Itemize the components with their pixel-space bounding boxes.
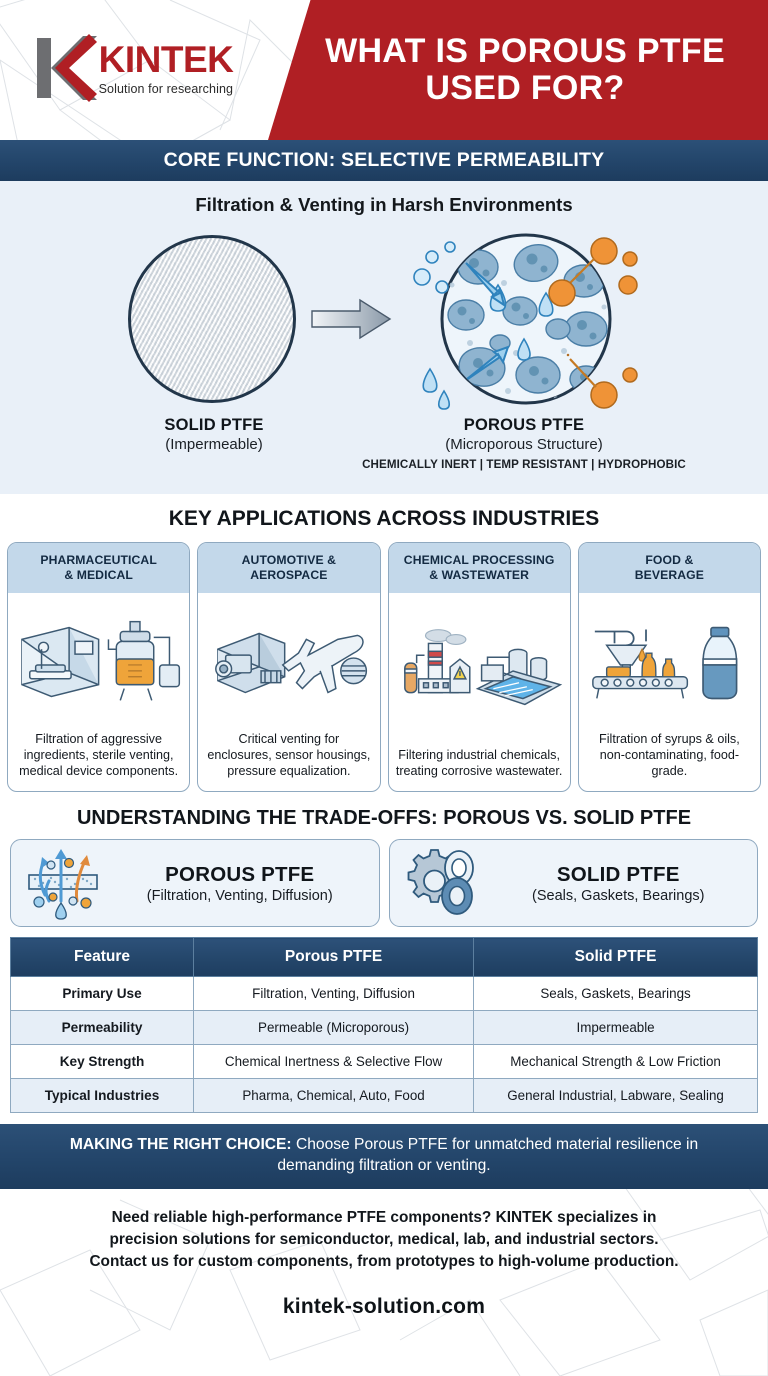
website-url[interactable]: kintek-solution.com xyxy=(282,1294,486,1318)
application-card-text: Filtering industrial chemicals, treating… xyxy=(395,747,563,778)
gear-and-gasket-rings-icon xyxy=(400,846,484,920)
table-row: Key Strength Chemical Inertness & Select… xyxy=(10,1044,758,1079)
footer: Need reliable high-performance PTFE comp… xyxy=(0,1189,768,1319)
page-header: KINTEK Solution for researching WHAT IS … xyxy=(0,0,768,140)
column-header-porous: Porous PTFE xyxy=(192,937,475,977)
cell-feature: Key Strength xyxy=(10,1044,194,1079)
permeability-diagram xyxy=(0,224,768,414)
porous-ptfe-label: POROUS PTFE xyxy=(463,416,585,434)
application-card-automotive-aerospace[interactable]: AUTOMOTIVE & AEROSPACE xyxy=(197,542,381,792)
applications-row: PHARMACEUTICAL & MEDICAL xyxy=(0,542,768,792)
core-diagram-labels: SOLID PTFE (Impermeable) POROUS PTFE (Mi… xyxy=(0,416,768,471)
core-subtitle: Filtration & Venting in Harsh Environmen… xyxy=(195,194,573,215)
application-card-text: Critical venting for enclosures, sensor … xyxy=(207,731,371,778)
porous-ptfe-sublabel: (Microporous Structure) xyxy=(445,436,603,453)
comparison-table-wrapper: Feature Porous PTFE Solid PTFE Primary U… xyxy=(0,927,768,1113)
solid-ptfe-sublabel: (Impermeable) xyxy=(165,436,263,453)
tradeoff-card-title: POROUS PTFE xyxy=(165,862,315,886)
brand-name: KINTEK xyxy=(98,38,234,80)
banner-shape xyxy=(268,0,768,140)
application-card-title-line2: & WASTEWATER xyxy=(429,567,530,582)
making-the-right-choice-bar: MAKING THE RIGHT CHOICE: Choose Porous P… xyxy=(0,1124,768,1190)
table-header-row: Feature Porous PTFE Solid PTFE xyxy=(10,937,758,977)
cell-porous: Filtration, Venting, Diffusion xyxy=(192,976,475,1011)
application-card-pharmaceutical-medical[interactable]: PHARMACEUTICAL & MEDICAL xyxy=(7,542,191,792)
application-card-title-line2: BEVERAGE xyxy=(634,567,704,582)
title-banner: WHAT IS POROUS PTFE USED FOR? xyxy=(268,0,768,140)
medical-scanner-and-bioreactor-icon xyxy=(8,593,189,731)
kintek-k-logo-icon xyxy=(36,34,97,102)
cell-solid: Mechanical Strength & Low Friction xyxy=(473,1044,758,1079)
tradeoff-card-porous-ptfe[interactable]: POROUS PTFE (Filtration, Venting, Diffus… xyxy=(10,839,380,927)
solid-ptfe-label: SOLID PTFE xyxy=(164,416,264,434)
table-row: Typical Industries Pharma, Chemical, Aut… xyxy=(10,1078,758,1113)
table-row: Permeability Permeable (Microporous) Imp… xyxy=(10,1010,758,1045)
chemical-plant-and-water-treatment-icon xyxy=(389,593,570,747)
tradeoff-card-title: SOLID PTFE xyxy=(556,862,680,886)
cell-porous: Pharma, Chemical, Auto, Food xyxy=(192,1078,475,1113)
cell-porous: Permeable (Microporous) xyxy=(192,1010,475,1045)
solid-ptfe-disc-icon xyxy=(128,235,296,403)
right-arrow-icon xyxy=(306,296,398,342)
page-title: WHAT IS POROUS PTFE USED FOR? xyxy=(325,32,725,107)
application-card-chemical-wastewater[interactable]: CHEMICAL PROCESSING & WASTEWATER xyxy=(387,542,571,792)
permeable-membrane-flow-icon xyxy=(21,845,105,921)
application-card-title-line1: FOOD & xyxy=(645,553,694,567)
porous-ptfe-disc-icon xyxy=(408,219,640,419)
solid-ptfe-label-group: SOLID PTFE (Impermeable) xyxy=(79,416,349,471)
cell-solid: Impermeable xyxy=(473,1010,758,1045)
core-function-bar-label: CORE FUNCTION: SELECTIVE PERMEABILITY xyxy=(163,149,605,171)
application-card-text: Filtration of syrups & oils, non-contami… xyxy=(599,731,740,778)
column-header-feature: Feature xyxy=(10,937,194,977)
tradeoffs-heading: UNDERSTANDING THE TRADE-OFFS: POROUS VS.… xyxy=(76,807,692,829)
tradeoff-card-subtitle: (Filtration, Venting, Diffusion) xyxy=(146,887,333,904)
engine-and-airplane-icon xyxy=(198,593,379,731)
bottling-line-and-water-bottle-icon xyxy=(579,593,760,731)
column-header-solid: Solid PTFE xyxy=(473,937,758,977)
tradeoff-card-solid-ptfe[interactable]: SOLID PTFE (Seals, Gaskets, Bearings) xyxy=(388,839,758,927)
footer-line-1: Need reliable high-performance PTFE comp… xyxy=(111,1209,657,1227)
application-card-title: CHEMICAL PROCESSING & WASTEWATER xyxy=(388,543,570,593)
application-card-title: PHARMACEUTICAL & MEDICAL xyxy=(8,543,190,593)
footer-line-3: Contact us for custom components, from p… xyxy=(89,1252,679,1270)
applications-heading: KEY APPLICATIONS ACROSS INDUSTRIES xyxy=(168,507,600,530)
choice-text: Choose Porous PTFE for unmatched materia… xyxy=(277,1136,699,1174)
cell-solid: General Industrial, Labware, Sealing xyxy=(473,1078,758,1113)
porous-ptfe-label-group: POROUS PTFE (Microporous Structure) CHEM… xyxy=(359,416,689,471)
application-card-title-line1: PHARMACEUTICAL xyxy=(40,553,157,567)
footer-line-2: precision solutions for semiconductor, m… xyxy=(109,1231,659,1249)
table-row: Primary Use Filtration, Venting, Diffusi… xyxy=(10,976,758,1011)
tradeoffs-row: POROUS PTFE (Filtration, Venting, Diffus… xyxy=(0,839,768,927)
cell-feature: Permeability xyxy=(10,1010,194,1045)
application-card-title-line2: & MEDICAL xyxy=(64,567,133,582)
application-card-food-beverage[interactable]: FOOD & BEVERAGE xyxy=(577,542,761,792)
cell-feature: Primary Use xyxy=(10,976,194,1011)
application-card-text: Filtration of aggressive ingredients, st… xyxy=(19,731,179,778)
cell-porous: Chemical Inertness & Selective Flow xyxy=(192,1044,475,1079)
core-function-section: Filtration & Venting in Harsh Environmen… xyxy=(0,181,768,494)
cell-feature: Typical Industries xyxy=(10,1078,194,1113)
porous-ptfe-properties: CHEMICALLY INERT | TEMP RESISTANT | HYDR… xyxy=(362,458,686,471)
application-card-title: FOOD & BEVERAGE xyxy=(578,543,760,593)
application-card-title-line2: AEROSPACE xyxy=(250,567,328,582)
application-card-title-line1: AUTOMOTIVE & xyxy=(241,553,337,567)
brand-tagline: Solution for researching xyxy=(98,81,234,96)
cell-solid: Seals, Gaskets, Bearings xyxy=(473,976,758,1011)
core-function-bar: CORE FUNCTION: SELECTIVE PERMEABILITY xyxy=(0,140,768,181)
application-card-title: AUTOMOTIVE & AEROSPACE xyxy=(198,543,380,593)
choice-label: MAKING THE RIGHT CHOICE: xyxy=(69,1136,292,1153)
brand-logo[interactable]: KINTEK Solution for researching xyxy=(0,0,268,140)
application-card-title-line1: CHEMICAL PROCESSING xyxy=(403,553,555,567)
comparison-table: Feature Porous PTFE Solid PTFE Primary U… xyxy=(10,937,758,1113)
tradeoff-card-subtitle: (Seals, Gaskets, Bearings) xyxy=(532,887,705,904)
